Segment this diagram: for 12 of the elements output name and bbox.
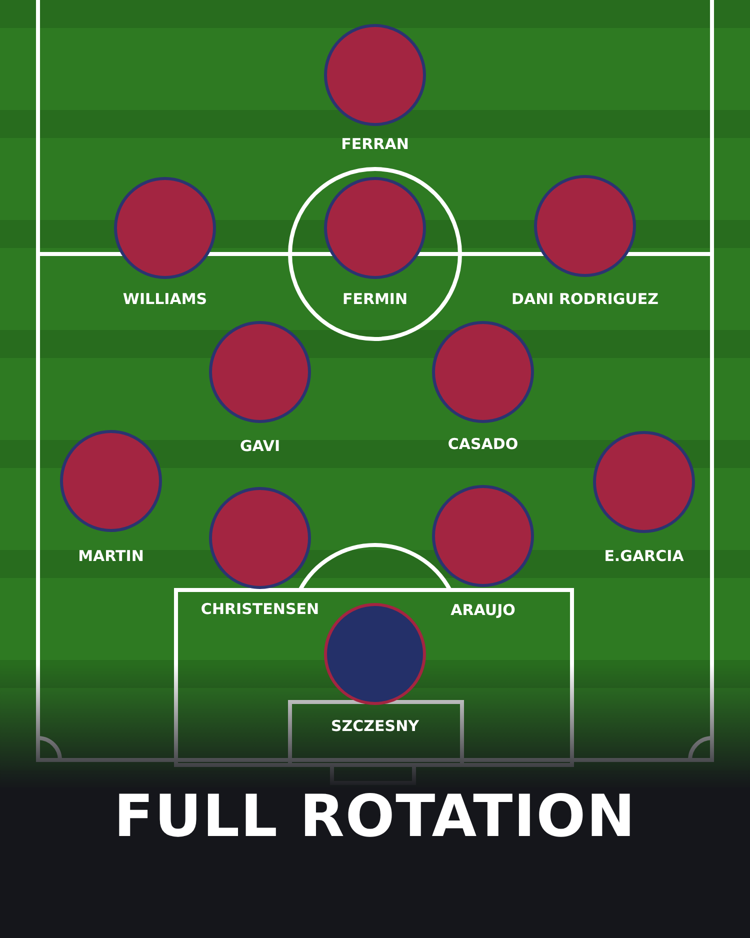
player-name: WILLIAMS [122,290,208,308]
player-name: SZCZESNY [330,717,420,735]
player-name: GAVI [240,437,280,455]
player-name: FERRAN [341,135,409,153]
player-name: FERMIN [342,290,408,308]
player-name: CASADO [448,435,518,453]
title: FULL ROTATION [112,782,638,850]
player-name: ARAUJO [450,601,516,619]
player-name: MARTIN [78,547,144,565]
player-name: CHRISTENSEN [200,600,320,618]
player-name: E.GARCIA [604,547,684,565]
player-name: DANI RODRIGUEZ [512,290,658,308]
